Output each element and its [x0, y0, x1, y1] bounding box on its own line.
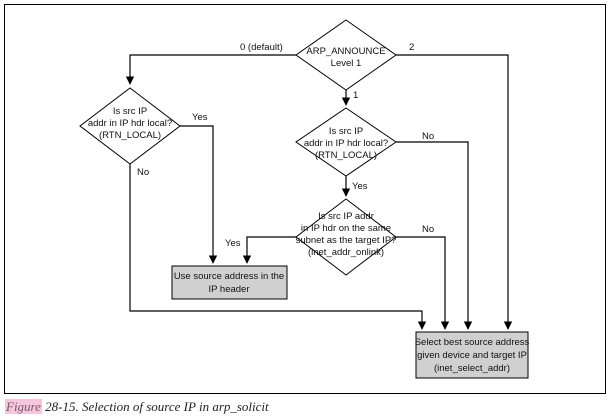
- left-decision-line1: Is src IP: [113, 106, 147, 117]
- label-level2: 2: [409, 42, 414, 53]
- subnet-decision-line4: (inet_addr_onlink): [308, 247, 384, 258]
- mid-decision-line1: Is src IP: [329, 126, 363, 137]
- arp-announce-line2: Level 1: [331, 58, 362, 69]
- select-best-line1: Select best source address: [415, 337, 530, 348]
- edge-subnet-yes: [242, 236, 296, 264]
- label-level0: 0 (default): [240, 42, 283, 53]
- mid-local-decision: Is src IP addr in IP hdr local? (RTN_LOC…: [295, 107, 397, 177]
- edge-left-yes: [180, 125, 218, 264]
- figure-caption: Figure 28-15. Selection of source IP in …: [5, 399, 269, 415]
- mid-decision-line3: (RTN_LOCAL): [315, 150, 377, 161]
- label-mid-yes: Yes: [352, 181, 368, 192]
- subnet-decision: Is src IP addr in IP hdr on the same sub…: [295, 198, 397, 276]
- figure-word: Figure: [5, 399, 42, 414]
- edge-subnet-no: [396, 236, 450, 330]
- left-decision-line2: addr in IP hdr local?: [88, 118, 172, 129]
- use-source-address-box: Use source address in the IP header: [171, 265, 288, 300]
- label-level1: 1: [353, 90, 358, 101]
- subnet-decision-line2: in IP hdr on the same: [301, 223, 391, 234]
- subnet-decision-line1: Is src IP addr: [318, 211, 374, 222]
- arp-announce-line1: ARP_ANNOUNCE: [306, 46, 385, 57]
- label-mid-no: No: [422, 131, 434, 142]
- caption-text: 28-15. Selection of source IP in arp_sol…: [45, 399, 269, 414]
- left-local-decision: Is src IP addr in IP hdr local? (RTN_LOC…: [79, 87, 181, 165]
- connectors: [125, 54, 513, 330]
- select-best-line2: given device and target IP: [417, 350, 527, 361]
- label-subnet-no: No: [422, 224, 434, 235]
- arp-announce-decision: ARP_ANNOUNCE Level 1: [295, 19, 397, 91]
- subnet-decision-line3: subnet as the target IP?: [296, 235, 397, 246]
- edge-level0: [125, 54, 296, 85]
- edge-mid-no: [396, 141, 473, 330]
- use-source-line1: Use source address in the: [174, 271, 284, 282]
- label-left-no: No: [137, 167, 149, 178]
- mid-decision-line2: addr in IP hdr local?: [304, 138, 388, 149]
- select-best-source-box: Select best source address given device …: [415, 331, 530, 379]
- select-best-line3: (inet_select_addr): [434, 363, 510, 374]
- label-subnet-yes: Yes: [225, 238, 241, 249]
- edge-left-no: [129, 160, 427, 330]
- label-left-yes: Yes: [192, 112, 208, 123]
- edge-level2: [396, 54, 513, 330]
- use-source-line2: IP header: [208, 284, 249, 295]
- figure-frame: [4, 4, 606, 394]
- left-decision-line3: (RTN_LOCAL): [99, 130, 161, 141]
